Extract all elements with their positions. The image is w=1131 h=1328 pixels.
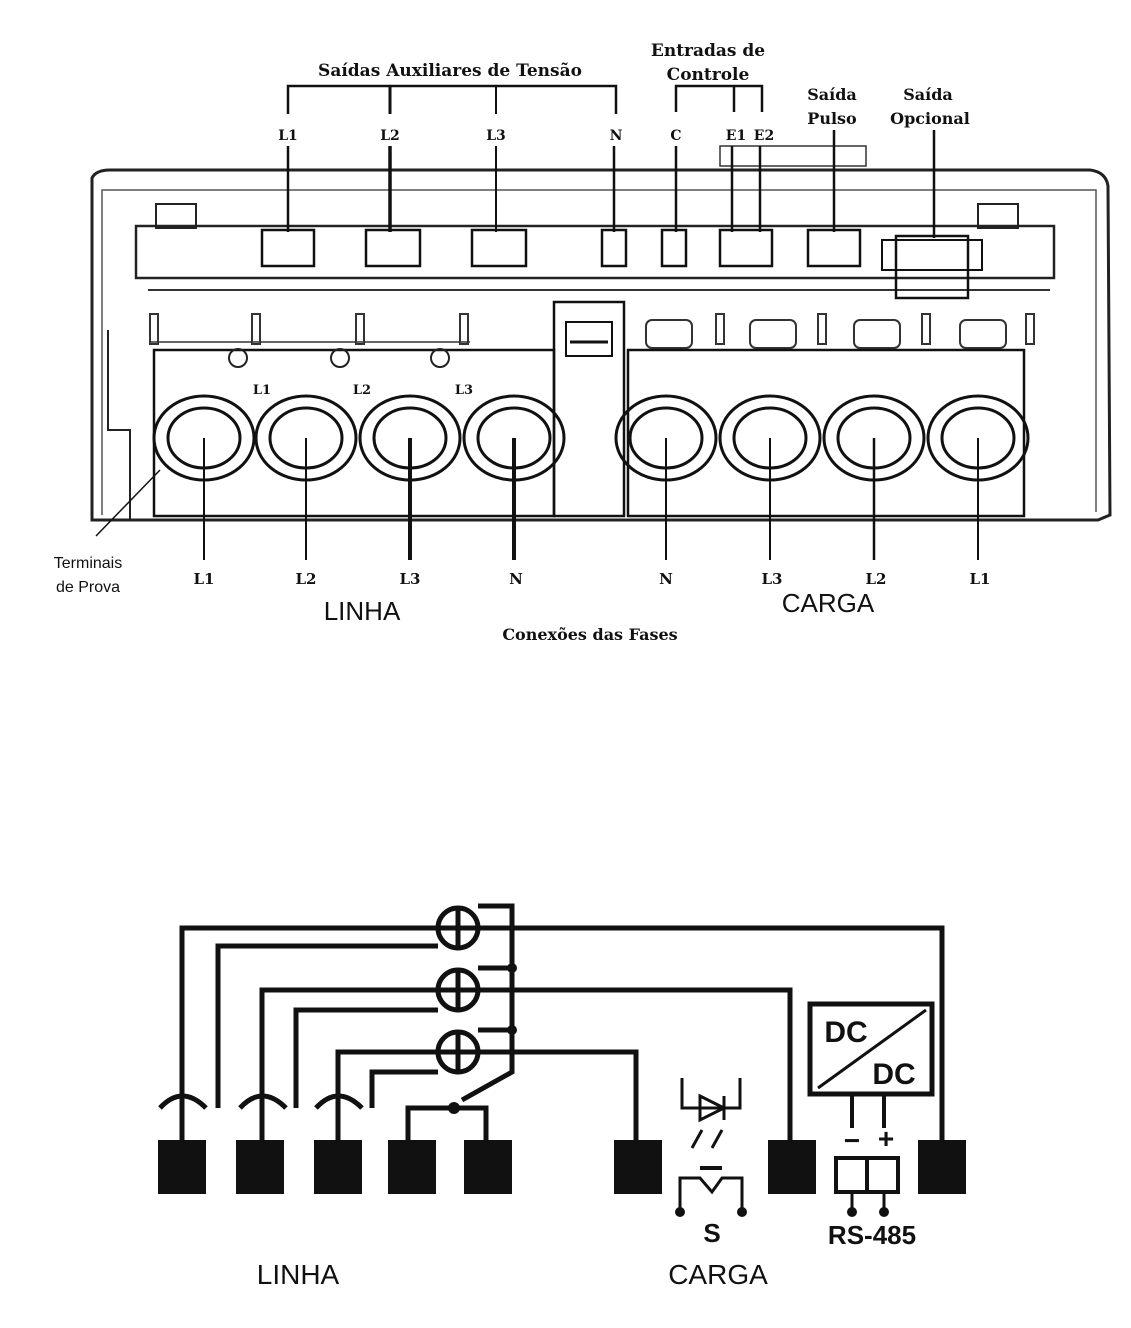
connector-rail [719, 145, 867, 167]
meter-housing-outline [90, 168, 1112, 522]
schematic-terminal-8 [918, 1140, 966, 1194]
aux-label-l3: L3 [486, 128, 506, 144]
dc-dc-converter: DC DC [807, 1001, 935, 1128]
dc-label-top: DC [824, 1016, 867, 1049]
test-terminal-screw-l1 [228, 348, 248, 368]
carga-label-top: CARGA [782, 588, 875, 618]
transistor-symbol [678, 1176, 744, 1210]
wire-phase-1-voltage [215, 943, 438, 1108]
control-label-e1: E1 [726, 128, 746, 144]
schematic-terminal-3 [314, 1140, 362, 1194]
terminal-label-7: L2 [866, 570, 887, 588]
junction-dots [448, 963, 517, 1114]
terminal-label-6: L3 [762, 570, 783, 588]
housing-clip-right [977, 203, 1019, 229]
switch-s-label: S [703, 1218, 720, 1248]
schematic-terminal-7 [768, 1140, 816, 1194]
aux-connector-l3 [470, 228, 528, 268]
dc-dc-divider [817, 1008, 927, 1090]
schematic-terminal-5 [464, 1140, 512, 1194]
terminal-label-3: L3 [400, 570, 421, 588]
terminal-label-8: L1 [970, 570, 991, 588]
test-label-l2: L2 [353, 383, 371, 398]
schematic-terminals [158, 1140, 966, 1194]
control-inputs-title-2: Controle [667, 65, 750, 85]
wiring-schematic [158, 903, 945, 1140]
schematic-terminal-6 [614, 1140, 662, 1194]
schematic-terminal-2 [236, 1140, 284, 1194]
terminal-row [152, 394, 1030, 482]
terminal-label-2: L2 [296, 570, 317, 588]
test-terminal-screw-l3 [430, 348, 450, 368]
switch-pins [675, 1207, 747, 1217]
voltage-tap-arc-2 [238, 1093, 288, 1110]
light-arrow-2 [710, 1129, 724, 1149]
wire-phase-2-voltage [293, 1007, 438, 1108]
test-terminal-screw-l2 [330, 348, 350, 368]
voltage-tap-arc-3 [314, 1093, 364, 1110]
mid-band-posts [149, 313, 1035, 349]
optional-connector [894, 234, 970, 300]
aux-label-l1: L1 [278, 128, 298, 144]
terminal-label-1: L1 [194, 570, 215, 588]
control-connector-c [660, 228, 688, 268]
left-side-bracket [96, 330, 131, 521]
rs485-plus-sign: + [878, 1123, 894, 1154]
aux-connector-l1 [260, 228, 316, 268]
center-divider-block [552, 300, 626, 518]
meter-front-drawing [90, 145, 1112, 522]
optional-connector-flange [881, 239, 983, 271]
center-divider-latch [565, 321, 613, 357]
diode-symbol [698, 1093, 728, 1123]
carga-label-bottom: CARGA [668, 1259, 768, 1290]
wire-neutral-bus [460, 903, 515, 1103]
control-connector-e1-e2 [718, 228, 774, 268]
rs485-connector: − + RS-485 [828, 1123, 916, 1250]
light-arrow-1 [690, 1129, 704, 1149]
control-label-c: C [670, 128, 681, 144]
pulse-output-title-1: Saída [807, 85, 857, 104]
aux-label-l2: L2 [380, 128, 400, 144]
wire-phase-1 [179, 925, 945, 1140]
schematic-terminal-4 [388, 1140, 436, 1194]
terminal-bar [134, 224, 1056, 280]
wire-phase-2 [259, 987, 793, 1140]
housing-clip-left [155, 203, 197, 229]
terminal-label-5: N [659, 570, 673, 588]
linha-label-top: LINHA [324, 596, 401, 626]
test-terminals-label-1: Terminais [54, 555, 122, 572]
test-terminals-label-2: de Prova [56, 579, 120, 596]
schematic-terminal-1 [158, 1140, 206, 1194]
phase-connections-caption: Conexões das Fases [502, 625, 677, 644]
leader-lines-top [95, 84, 979, 560]
optional-output-title-1: Saída [903, 85, 953, 104]
optocoupler-switch [678, 1078, 744, 1210]
test-label-l3: L3 [455, 383, 473, 398]
dc-dc-box [807, 1001, 935, 1097]
voltage-tap-arc-1 [158, 1093, 208, 1110]
wire-neutral-terminals [405, 1105, 489, 1140]
aux-label-n: N [610, 128, 623, 144]
pulse-output-title-2: Pulso [807, 109, 857, 128]
dc-label-bottom: DC [872, 1058, 915, 1091]
meter-housing-inner [101, 189, 1097, 515]
pulse-connector [806, 228, 862, 268]
control-label-e2: E2 [754, 128, 774, 144]
line-terminal-block [152, 348, 556, 518]
aux-connector-n [600, 228, 628, 268]
aux-connector-l2 [364, 228, 422, 268]
test-label-l1: L1 [253, 383, 271, 398]
wire-phase-3-voltage [369, 1069, 438, 1108]
rs485-label: RS-485 [828, 1220, 916, 1250]
optional-output-title-2: Opcional [890, 109, 970, 128]
terminal-label-4: N [509, 570, 523, 588]
aux-voltage-outputs-title: Saídas Auxiliares de Tensão [318, 61, 582, 81]
load-terminal-block [626, 348, 1026, 518]
control-inputs-title-1: Entradas de [651, 41, 765, 61]
linha-label-bottom: LINHA [257, 1259, 340, 1290]
rs485-minus-sign: − [844, 1125, 860, 1156]
